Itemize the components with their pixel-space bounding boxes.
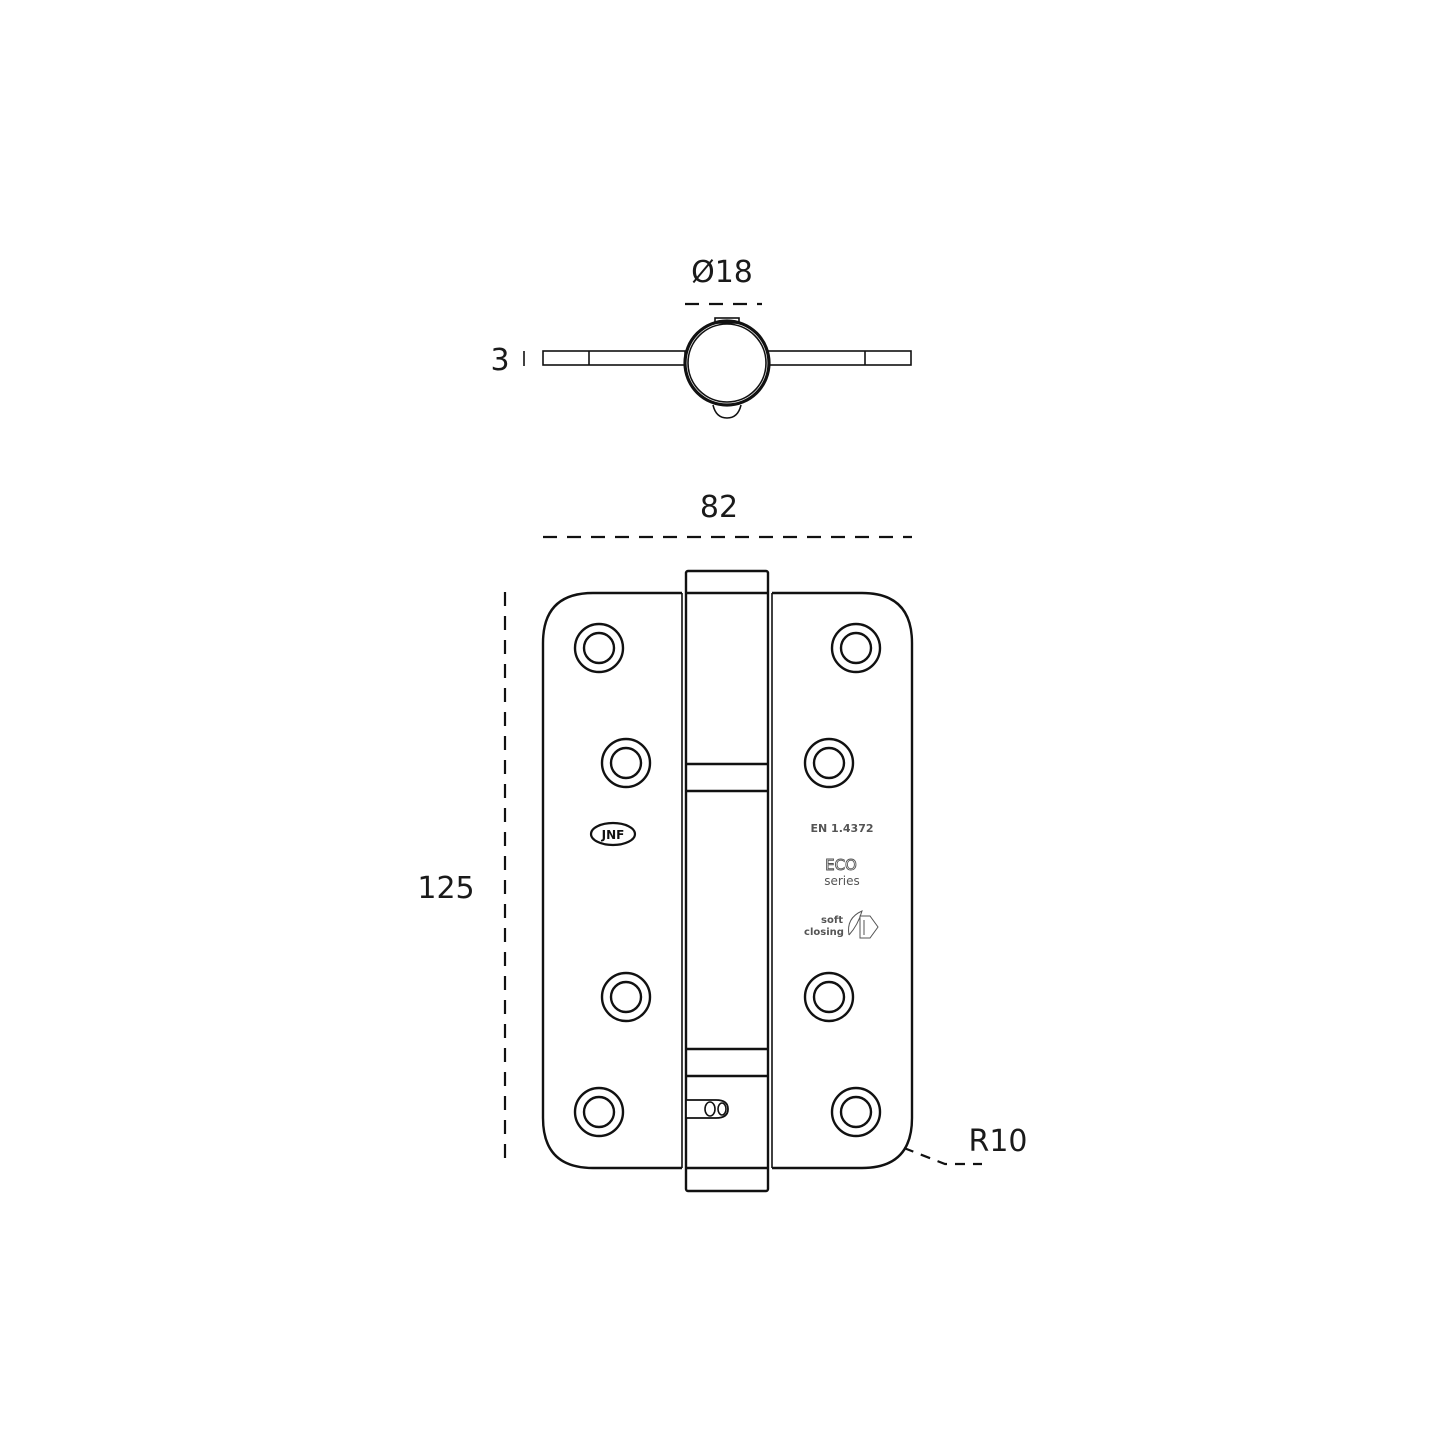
top-view: Ø18 3 — [490, 255, 912, 419]
screw-hole-icon — [573, 1086, 625, 1138]
brand-logo-icon: JNF — [589, 821, 637, 847]
top-right-leaf — [766, 350, 912, 366]
left-leaf — [541, 591, 682, 1170]
series-marking-label: series — [824, 874, 860, 888]
material-marking: EN 1.4372 — [811, 822, 874, 835]
soft-closing-line1: soft — [821, 915, 843, 926]
screw-hole-icon — [573, 622, 625, 674]
screw-hole-icon — [830, 622, 882, 674]
screw-hole-icon — [803, 737, 855, 789]
radius-label: R10 — [968, 1124, 1027, 1159]
screw-hole-icon — [830, 1086, 882, 1138]
adjustment-screw-icon — [685, 1099, 729, 1119]
knuckle-circle — [683, 319, 771, 407]
knuckle-bottom-pin — [712, 404, 742, 419]
screw-hole-icon — [600, 971, 652, 1023]
screw-hole-icon — [803, 971, 855, 1023]
knuckle-body — [684, 569, 770, 1193]
diameter-label: Ø18 — [691, 255, 753, 290]
width-label: 82 — [700, 490, 738, 525]
brand-logo-text: JNF — [601, 828, 625, 842]
screw-hole-icon — [600, 737, 652, 789]
knuckle-top-cap — [714, 317, 740, 324]
screw-holes — [573, 622, 882, 1138]
height-label: 125 — [417, 871, 474, 906]
feather-arrow-icon — [848, 910, 879, 939]
top-left-leaf — [542, 350, 686, 366]
knuckle-inner-circle — [687, 323, 767, 403]
thickness-label: 3 — [490, 343, 509, 378]
radius-leader-line — [903, 1146, 982, 1166]
series-marking-eco: ECO — [825, 856, 857, 874]
right-leaf — [772, 591, 914, 1170]
soft-closing-line2: closing — [804, 927, 844, 938]
front-view: 82 125 — [417, 490, 1028, 1193]
